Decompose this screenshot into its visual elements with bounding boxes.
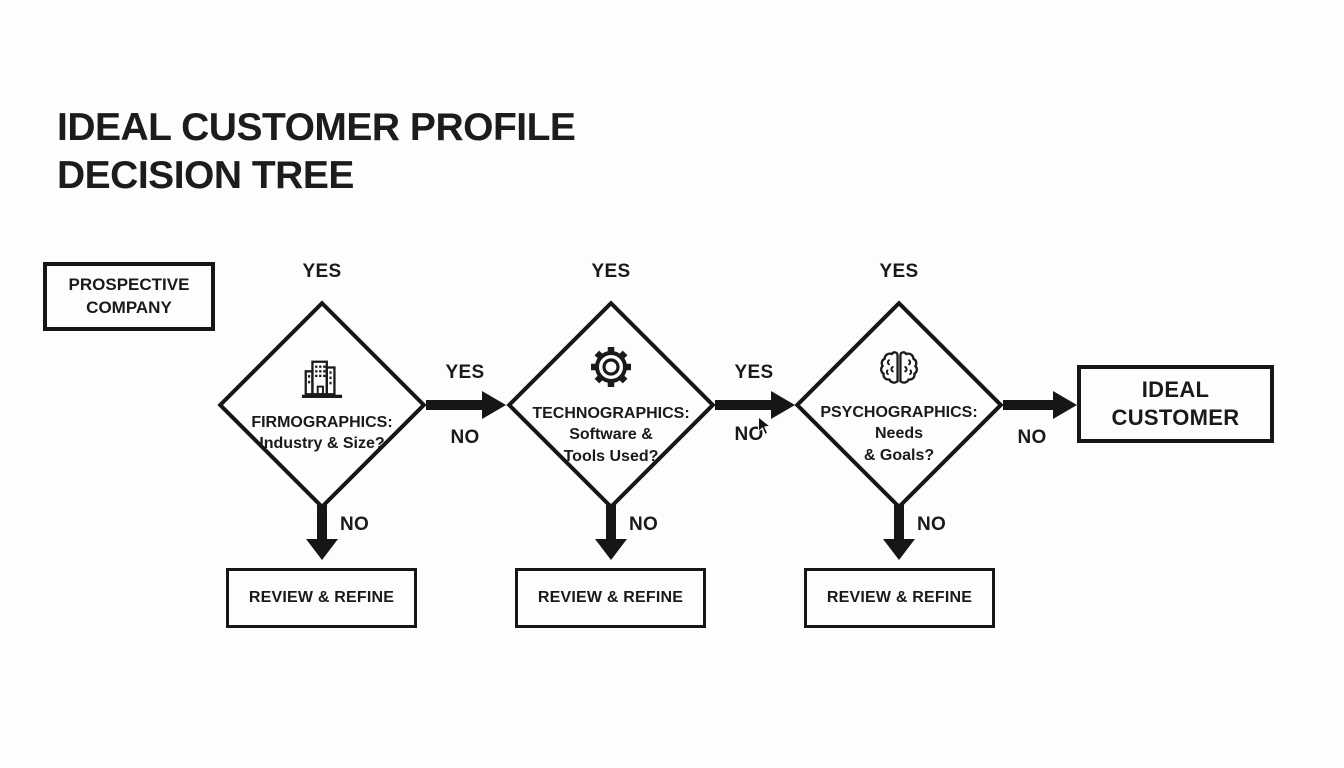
page-title: IDEAL CUSTOMER PROFILE DECISION TREE — [57, 104, 576, 199]
decision-label-line: Software & — [569, 426, 653, 444]
branch-yes-label-2: YES — [734, 362, 774, 383]
yes-label-top-technographics: YES — [591, 261, 631, 282]
decision-label-line: Industry & Size? — [259, 435, 385, 452]
arrow-down-icon — [306, 505, 338, 560]
page-title-line1: IDEAL CUSTOMER PROFILE — [57, 106, 576, 149]
review-refine-label: REVIEW & REFINE — [537, 589, 684, 606]
review-refine-label: REVIEW & REFINE — [248, 589, 395, 606]
page-title-line2: DECISION TREE — [57, 153, 354, 197]
node-ideal-customer: IDEAL CUSTOMER — [1077, 365, 1274, 443]
branch-yes-label-1: YES — [445, 362, 485, 383]
decision-firmographics: FIRMOGRAPHICS: Industry & Size? — [217, 300, 427, 510]
arrow-right-icon — [1003, 391, 1077, 419]
down-no-label-1: NO — [340, 514, 370, 535]
node-review-refine-2: REVIEW & REFINE — [515, 568, 706, 628]
arrow-right-icon — [426, 391, 506, 419]
end-node-label-line1: IDEAL — [1141, 377, 1210, 403]
end-node-label-line2: CUSTOMER — [1111, 405, 1240, 430]
arrow-down-icon — [883, 505, 915, 560]
mouse-cursor-icon — [757, 415, 774, 441]
start-node-label-line1: PROSPECTIVE — [68, 275, 190, 295]
arrow-down-icon — [595, 505, 627, 560]
decision-label-line: PSYCHOGRAPHICS: — [820, 404, 978, 422]
decision-technographics: TECHNOGRAPHICS: Software & Tools Used? — [506, 300, 716, 510]
yes-label-top-firmographics: YES — [302, 261, 342, 282]
building-icon — [299, 356, 345, 405]
decision-label-line: & Goals? — [863, 446, 935, 464]
decision-label-line: FIRMOGRAPHICS: — [251, 413, 393, 431]
review-refine-label: REVIEW & REFINE — [826, 589, 973, 606]
gear-icon — [587, 343, 635, 396]
decision-label-line: Tools Used? — [563, 447, 659, 465]
yes-label-top-psychographics: YES — [879, 261, 919, 282]
decision-label-line: TECHNOGRAPHICS: — [532, 405, 690, 423]
down-no-label-3: NO — [917, 514, 947, 535]
node-prospective-company: PROSPECTIVE COMPANY — [43, 262, 215, 331]
decision-psychographics: PSYCHOGRAPHICS: Needs & Goals? — [794, 300, 1004, 510]
branch-no-label-3: NO — [1017, 427, 1047, 448]
brain-icon — [876, 344, 922, 395]
arrow-right-icon — [715, 391, 795, 419]
node-review-refine-1: REVIEW & REFINE — [226, 568, 417, 628]
branch-no-label-2: NO — [734, 424, 764, 445]
down-no-label-2: NO — [629, 514, 659, 535]
node-review-refine-3: REVIEW & REFINE — [804, 568, 995, 628]
start-node-label-line2: COMPANY — [86, 297, 172, 317]
decision-label-line: Needs — [874, 425, 924, 443]
branch-no-label-1: NO — [450, 427, 480, 448]
